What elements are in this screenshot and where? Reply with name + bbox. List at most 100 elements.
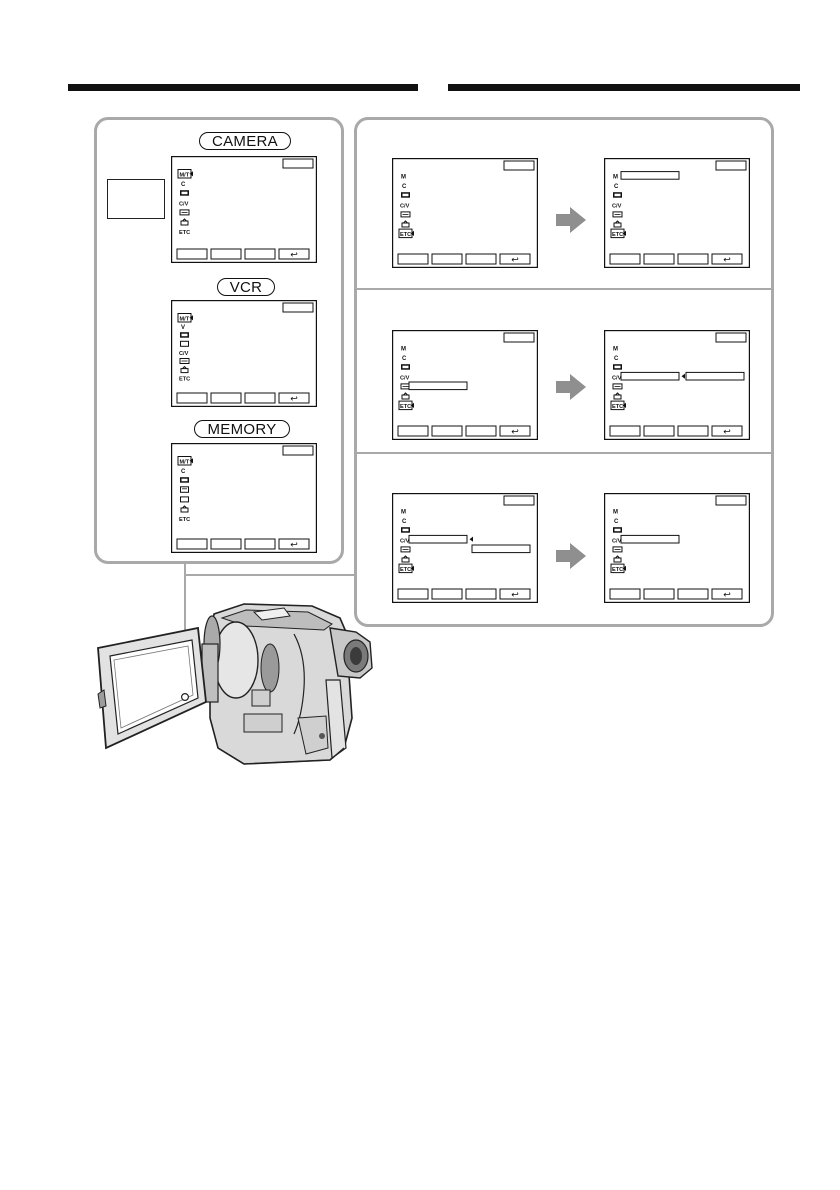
status-box — [282, 445, 314, 456]
selection-pointer-icon — [189, 315, 193, 321]
return-button — [711, 253, 743, 265]
svg-text:C/V: C/V — [400, 375, 410, 381]
menu-icon-m-icon: M — [401, 510, 406, 516]
svg-text:ETC: ETC — [612, 232, 623, 238]
menu-soft-button — [431, 588, 463, 600]
header-rule-right — [448, 84, 800, 91]
menu-icon-m-icon: M — [613, 175, 618, 181]
return-button — [278, 248, 310, 260]
menu-soft-button — [210, 248, 242, 260]
menu-soft-button — [465, 253, 497, 265]
camcorder-illustration — [97, 603, 373, 765]
svg-text:C/V: C/V — [612, 538, 622, 544]
menu-icon-tape-icon — [180, 496, 189, 503]
menu-icon-cm-icon — [613, 527, 622, 533]
svg-text:C: C — [402, 184, 407, 190]
menu-value-field — [408, 534, 468, 544]
selection-pointer-icon — [410, 565, 414, 571]
return-icon: ↩ — [290, 394, 298, 404]
menu-icon-lcd-icon — [613, 555, 622, 563]
menu-value-field — [408, 381, 468, 391]
selection-pointer-icon — [622, 230, 626, 236]
svg-text:M: M — [401, 347, 406, 353]
camera-mode-label: CAMERA — [199, 132, 291, 150]
svg-text:V: V — [181, 325, 185, 331]
selection-pointer-icon — [410, 230, 414, 236]
return-button — [711, 425, 743, 437]
status-box — [282, 302, 314, 313]
memory-mode-label: MEMORY — [194, 420, 290, 438]
svg-text:ETC: ETC — [179, 230, 190, 236]
menu-soft-button — [465, 425, 497, 437]
return-button — [278, 392, 310, 404]
menu-screen-frame — [392, 158, 539, 269]
menu-icon-cm-icon — [401, 364, 410, 370]
menu-icon-c-v-icon: C/V — [612, 203, 622, 209]
menu-icon-m-icon: M — [401, 175, 406, 181]
selection-pointer-icon — [189, 171, 193, 177]
step2-arrow-icon — [556, 374, 586, 400]
svg-text:C: C — [614, 184, 619, 190]
lcd-screen-callout — [107, 179, 165, 219]
menu-soft-button — [643, 588, 675, 600]
menu-value-field — [620, 171, 680, 180]
menu-soft-button — [643, 425, 675, 437]
return-icon: ↩ — [511, 427, 519, 437]
menu-icon-c-v-icon: C/V — [400, 538, 410, 544]
menu-soft-button — [609, 425, 641, 437]
menu-icon-cm-icon — [180, 477, 189, 483]
menu-icon-c-icon: C — [614, 519, 619, 525]
return-icon: ↩ — [511, 590, 519, 600]
status-box — [282, 158, 314, 169]
return-icon: ↩ — [290, 250, 298, 260]
menu-icon-c-v-icon: C/V — [612, 375, 622, 381]
menu-value-field — [620, 534, 680, 544]
menu-icon-c-icon: C — [614, 356, 619, 362]
svg-text:ETC: ETC — [179, 517, 190, 523]
menu-icon-lcd-icon — [613, 392, 622, 400]
menu-icon-c-icon: C — [181, 469, 186, 475]
svg-text:C: C — [614, 356, 619, 362]
status-box — [503, 160, 535, 171]
svg-text:ETC: ETC — [400, 567, 411, 573]
header-rule-left — [68, 84, 418, 91]
menu-icon-m-icon: M — [613, 510, 618, 516]
menu-value-field — [685, 371, 745, 381]
selection-pointer-icon — [622, 565, 626, 571]
menu-soft-button — [210, 392, 242, 404]
menu-icon-m-icon: M — [401, 347, 406, 353]
menu-screen-frame — [171, 443, 318, 554]
menu-screen-frame — [604, 493, 751, 604]
menu-icon-lcd-icon — [401, 392, 410, 400]
menu-icon-lcd-icon — [613, 220, 622, 228]
menu-icon-rec-icon — [400, 211, 411, 218]
menu-icon-etc-icon: ETC — [179, 230, 190, 236]
menu-screen-frame — [171, 156, 318, 264]
menu-icon-c-icon: C — [402, 356, 407, 362]
return-button — [499, 425, 531, 437]
menu-soft-button — [244, 392, 276, 404]
connector-line-horizontal — [184, 574, 356, 576]
svg-text:C/V: C/V — [612, 203, 622, 209]
menu-soft-button — [176, 538, 208, 550]
menu-icon-cm-icon — [613, 364, 622, 370]
menu-soft-button — [397, 253, 429, 265]
menu-value-field — [620, 371, 680, 381]
menu-icon-c-icon: C — [181, 182, 186, 188]
selection-pointer-icon — [410, 402, 414, 408]
menu-screen-frame — [171, 300, 318, 408]
return-button — [278, 538, 310, 550]
menu-soft-button — [397, 588, 429, 600]
menu-soft-button — [431, 253, 463, 265]
menu-icon-cm-icon — [613, 192, 622, 198]
svg-text:M: M — [401, 510, 406, 516]
